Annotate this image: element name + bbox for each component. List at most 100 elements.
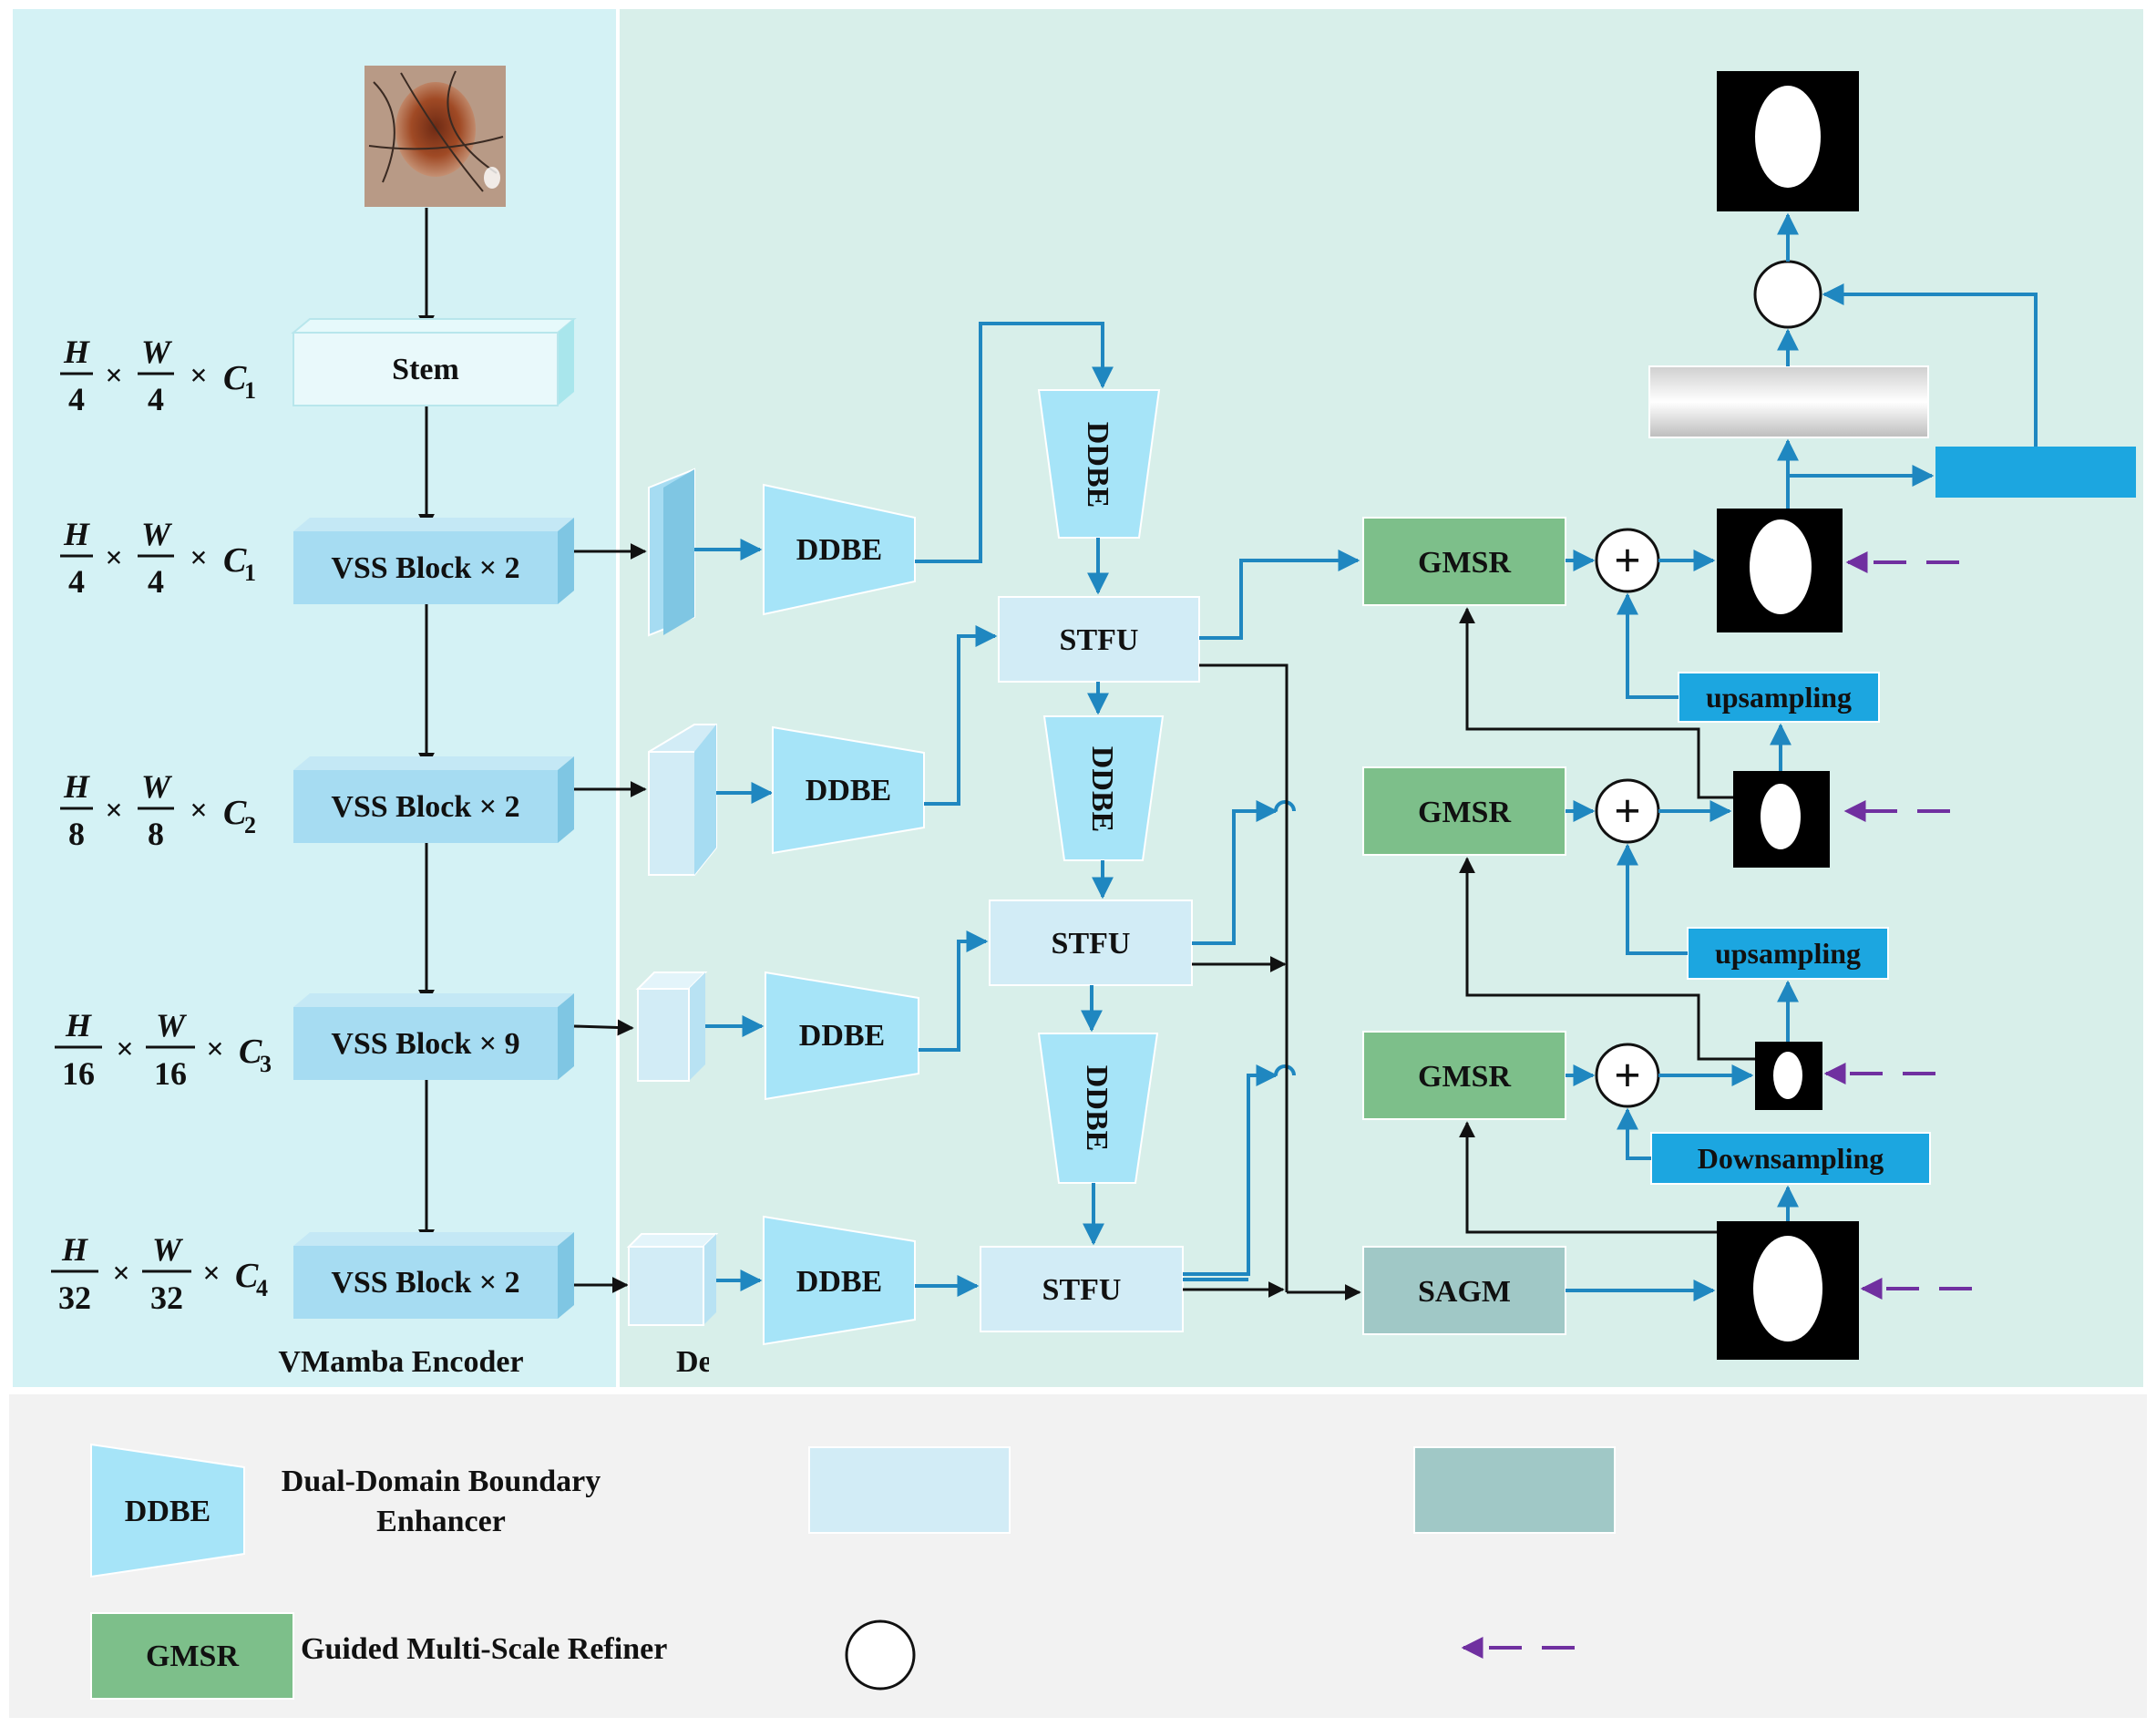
dim-4-w: W — [156, 1007, 188, 1043]
ddbe-h-2: DDBE — [772, 725, 925, 855]
ddbe-v-1: DDBE — [1037, 389, 1161, 539]
gmsr-3: GMSR — [1362, 1031, 1566, 1120]
dim-4-wd: 16 — [154, 1055, 187, 1092]
ddbe-v-3-label: DDBE — [1080, 1065, 1114, 1151]
gradient-bar — [1648, 365, 1929, 438]
dim-1-x2: × — [190, 359, 207, 393]
gmsr-1: GMSR — [1362, 517, 1566, 606]
dim-2-hd: 4 — [68, 563, 85, 600]
ddbe-v-3: DDBE — [1037, 1033, 1159, 1184]
decoder-blue-arrows — [915, 322, 1360, 1297]
legend-gmsr-desc: Guided Multi-Scale Refiner — [301, 1632, 667, 1666]
vss-block-4: VSS Block × 2 — [293, 1232, 574, 1319]
mask-3 — [1755, 1042, 1822, 1110]
dim-3-c: C — [223, 794, 247, 832]
ddbe-h-3-label: DDBE — [799, 1019, 885, 1053]
feature-slab-1 — [648, 468, 695, 637]
dim-5-hd: 32 — [58, 1280, 91, 1316]
dim-3-hd: 8 — [68, 816, 85, 852]
vss-block-3-label: VSS Block × 9 — [331, 1027, 519, 1061]
plus-circle-2: + — [1595, 778, 1660, 844]
plus-circle-1: + — [1595, 528, 1660, 593]
gmsr-2-label: GMSR — [1418, 796, 1511, 829]
fusion-circle-top — [1753, 260, 1822, 329]
plus-circle-2-sign: + — [1614, 786, 1641, 838]
right-blue-arrows — [1566, 212, 2038, 1301]
plus-circle-1-sign: + — [1614, 535, 1641, 587]
dim-4-x1: × — [116, 1033, 133, 1066]
ddbe-v-1-label: DDBE — [1081, 422, 1114, 508]
dim-1-wd: 4 — [148, 381, 164, 417]
dim-3-x2: × — [190, 794, 207, 828]
legend-ddbe-line2: Enhancer — [376, 1505, 506, 1538]
dim-3-h: H — [63, 768, 90, 805]
dim-5-c: C — [235, 1257, 259, 1295]
dim-2-x2: × — [190, 541, 207, 575]
dim-5-h: H — [61, 1231, 88, 1268]
feature-slab-3 — [635, 971, 708, 1082]
dim-3-sub: 2 — [244, 812, 256, 838]
dim-5-w: W — [152, 1231, 184, 1268]
feature-slab-4 — [626, 1233, 719, 1326]
dim-1-x1: × — [105, 359, 122, 393]
stfu-2-label: STFU — [1052, 927, 1131, 961]
dim-5-x2: × — [202, 1257, 220, 1290]
sagm-box: SAGM — [1362, 1246, 1566, 1335]
dim-2-x1: × — [105, 541, 122, 575]
dim-4-sub: 3 — [260, 1051, 272, 1077]
dim-3-w: W — [141, 768, 173, 805]
ddbe-h-3: DDBE — [765, 971, 919, 1101]
legend-circle-swatch — [845, 1619, 916, 1691]
ddbe-h-1: DDBE — [763, 483, 916, 616]
mask-2 — [1733, 771, 1830, 868]
encoder-panel — [13, 9, 616, 1387]
vss-block-4-label: VSS Block × 2 — [331, 1266, 519, 1300]
stfu-1: STFU — [998, 596, 1200, 683]
encoder-out-arrows — [573, 543, 647, 1293]
downsampling-box: Downsampling — [1650, 1132, 1931, 1185]
stem-block: Stem — [291, 318, 577, 406]
upsampling-2: upsampling — [1687, 927, 1889, 980]
legend-ddbe-tag: DDBE — [125, 1495, 210, 1528]
blue-bar — [1935, 447, 2136, 498]
plus-circle-3: + — [1595, 1043, 1660, 1108]
ddbe-h-2-label: DDBE — [806, 774, 891, 807]
dim-2-wd: 4 — [148, 563, 164, 600]
ddbe-h-4: DDBE — [763, 1215, 916, 1346]
ddbe-h-1-label: DDBE — [796, 533, 882, 567]
decoder-black-lines — [1183, 663, 1361, 1300]
ddbe-h-4-label: DDBE — [796, 1265, 882, 1299]
vss-block-2-label: VSS Block × 2 — [331, 790, 519, 824]
dim-1-w: W — [141, 334, 173, 370]
mask-output-top — [1717, 71, 1859, 211]
dim-4-c: C — [239, 1033, 262, 1071]
legend-sagm-swatch — [1413, 1446, 1616, 1534]
downsampling-label: Downsampling — [1698, 1142, 1884, 1175]
vss-block-2: VSS Block × 2 — [293, 756, 574, 843]
input-skin-image — [364, 66, 506, 207]
legend-stfu-swatch — [808, 1446, 1011, 1534]
upsampling-1-label: upsampling — [1706, 681, 1852, 714]
legend-gmsr-tag: GMSR — [146, 1640, 239, 1673]
dim-2-h: H — [63, 516, 90, 552]
dim-label-1: H 4 × W 4 × C 1 — [60, 334, 256, 417]
feature-slab-2 — [648, 724, 717, 876]
dim-1-c: C — [223, 359, 247, 397]
stfu-3: STFU — [980, 1246, 1184, 1332]
slab-to-ddbe-arrows — [694, 539, 774, 1291]
stem-label: Stem — [392, 353, 459, 386]
dim-4-h: H — [65, 1007, 92, 1043]
dim-label-2: H 4 × W 4 × C 1 — [60, 516, 256, 600]
dim-1-sub: 1 — [244, 377, 256, 404]
gmsr-2: GMSR — [1362, 766, 1566, 856]
dim-2-c: C — [223, 541, 247, 580]
ddbe-v-2: DDBE — [1042, 715, 1165, 861]
vss-block-3: VSS Block × 9 — [293, 993, 574, 1080]
vss-block-1-label: VSS Block × 2 — [331, 551, 519, 585]
dim-4-hd: 16 — [62, 1055, 95, 1092]
dim-1-hd: 4 — [68, 381, 85, 417]
stfu-2: STFU — [989, 899, 1193, 986]
dim-3-wd: 8 — [148, 816, 164, 852]
